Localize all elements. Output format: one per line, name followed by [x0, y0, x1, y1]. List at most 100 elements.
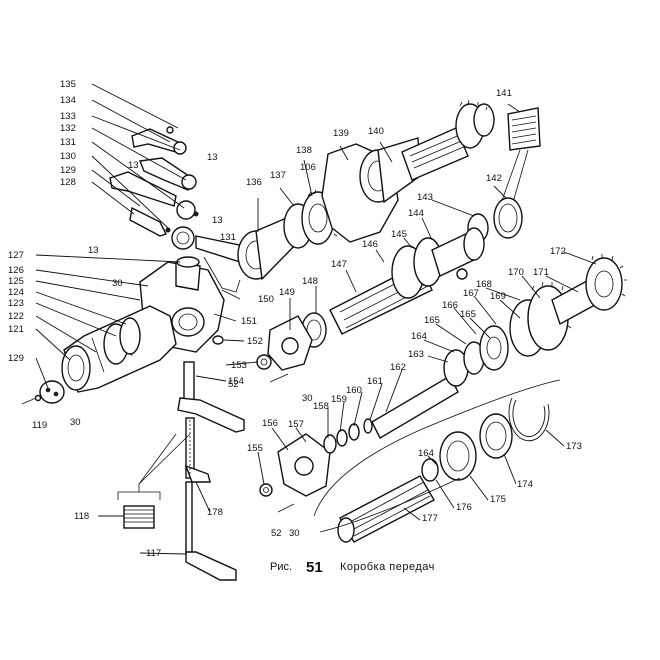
callout-label: 129 [60, 165, 76, 176]
input-housing [61, 305, 177, 393]
shift-rod [177, 361, 245, 581]
callout-label: 174 [517, 479, 533, 490]
callout-label: 176 [456, 502, 472, 513]
washers [323, 418, 373, 454]
callout-label: 138 [296, 145, 312, 156]
flange-plate [21, 380, 65, 405]
callout-label: 106 [300, 162, 316, 173]
callout-label: 30 [112, 278, 123, 289]
callout-label: 132 [60, 123, 76, 134]
callout-label: 166 [442, 300, 458, 311]
countershaft [329, 227, 485, 335]
callout-label: 13 [212, 215, 223, 226]
callout-labels: 1351341331321311301291281271261251241231… [8, 79, 582, 559]
callout-label: 122 [8, 311, 24, 322]
small-parts-152-153 [212, 335, 289, 383]
figure-caption: Рис. 51 Коробка передач [270, 559, 435, 576]
callout-label: 143 [417, 192, 433, 203]
callout-label: 149 [279, 287, 295, 298]
callout-label: 30 [289, 528, 300, 539]
callout-label: 118 [74, 511, 89, 522]
callout-label: 126 [8, 265, 24, 276]
callout-label: 147 [331, 259, 347, 270]
caption-prefix: Рис. [270, 561, 292, 573]
callout-label: 158 [313, 401, 329, 412]
caption-number: 51 [306, 559, 323, 576]
leader-lines [35, 83, 597, 555]
callout-label: 150 [258, 294, 274, 305]
callout-label: 139 [333, 128, 349, 139]
callout-label: 171 [533, 267, 549, 278]
callout-label: 145 [391, 229, 407, 240]
callout-label: 175 [490, 494, 506, 505]
rear-cover [259, 433, 331, 513]
callout-label: 123 [8, 298, 24, 309]
callout-label: 140 [368, 126, 384, 137]
bushing-118 [117, 433, 191, 529]
callout-label: 162 [390, 362, 406, 373]
shift-lever-cluster [109, 126, 249, 293]
callout-label: 168 [476, 279, 492, 290]
caption-title: Коробка передач [340, 561, 435, 573]
callout-label: 144 [408, 208, 424, 219]
callout-label: 153 [231, 360, 247, 371]
callout-label: 156 [262, 418, 278, 429]
callout-label: 30 [302, 393, 313, 404]
callout-label: 148 [302, 276, 318, 287]
callout-label: 160 [346, 385, 362, 396]
bearing-174-175 [421, 413, 513, 482]
bearing-148 [267, 312, 327, 371]
output-shaft [371, 325, 509, 439]
callout-label: 129 [8, 353, 24, 364]
callout-label: 136 [246, 177, 262, 188]
callout-label: 177 [422, 513, 438, 524]
callout-label: 13 [128, 160, 139, 171]
callout-label: 178 [207, 507, 223, 518]
callout-label: 141 [496, 88, 512, 99]
callout-label: 125 [8, 276, 24, 287]
callout-label: 152 [247, 336, 263, 347]
callout-label: 52 [271, 528, 282, 539]
callout-label: 167 [463, 288, 479, 299]
callout-label: 134 [60, 95, 76, 106]
callout-label: 119 [32, 420, 47, 431]
callout-label: 146 [362, 239, 378, 250]
callout-label: 13 [88, 245, 99, 256]
callout-label: 131 [60, 137, 76, 148]
callout-label: 154 [228, 376, 244, 387]
splined-shaft-177 [313, 379, 561, 543]
callout-label: 155 [247, 443, 263, 454]
callout-label: 30 [70, 417, 81, 428]
callout-label: 142 [486, 173, 502, 184]
callout-label: 135 [60, 79, 76, 90]
callout-label: 117 [146, 548, 161, 559]
main-gears [509, 254, 627, 357]
callout-label: 157 [288, 419, 304, 430]
callout-label: 127 [8, 250, 24, 261]
callout-label: 159 [331, 394, 347, 405]
callout-label: 165 [424, 315, 440, 326]
callout-label: 130 [60, 151, 76, 162]
gear-cluster-top [237, 188, 342, 281]
callout-label: 151 [241, 316, 257, 327]
callout-label: 170 [508, 267, 524, 278]
callout-label: 164 [418, 448, 434, 459]
callout-label: 131 [220, 232, 236, 243]
callout-label: 128 [60, 177, 76, 188]
callout-label: 161 [367, 376, 383, 387]
callout-label: 124 [8, 287, 24, 298]
snap-ring-173 [508, 397, 550, 442]
callout-label: 163 [408, 349, 424, 360]
callout-label: 165 [460, 309, 476, 320]
callout-label: 13 [207, 152, 218, 163]
callout-label: 133 [60, 111, 76, 122]
callout-label: 172 [550, 246, 566, 257]
callout-label: 169 [490, 291, 506, 302]
callout-label: 52 [228, 379, 239, 390]
input-shaft [401, 99, 495, 181]
detail-141 [499, 107, 541, 207]
callout-label: 164 [411, 331, 427, 342]
callout-label: 173 [566, 441, 582, 452]
callout-label: 137 [270, 170, 286, 181]
